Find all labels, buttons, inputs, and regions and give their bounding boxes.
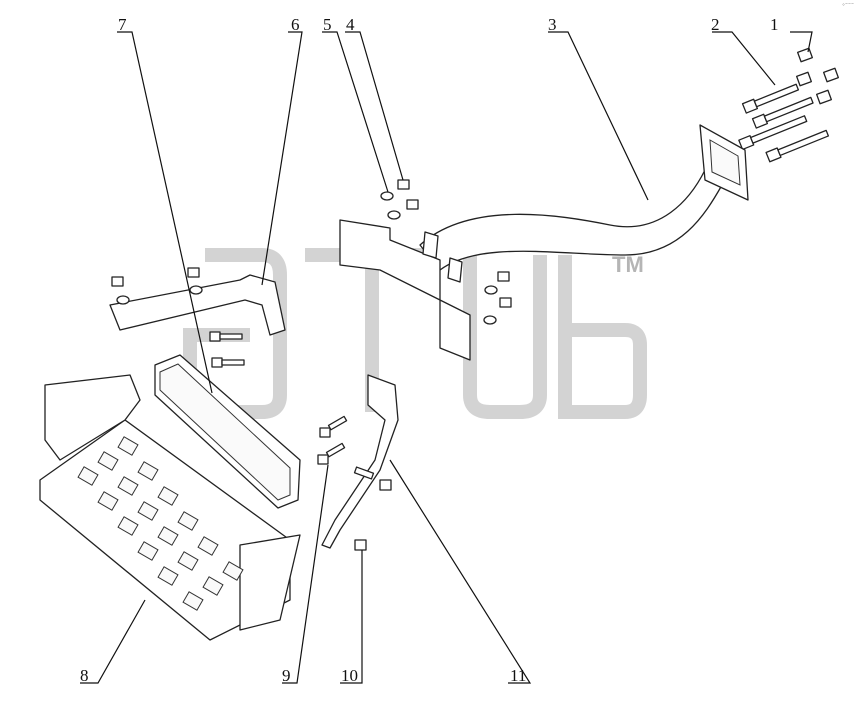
callout-10: 10 bbox=[341, 666, 358, 685]
part-5-washers bbox=[380, 191, 498, 325]
callout-11: 11 bbox=[510, 666, 526, 685]
part-7-channel bbox=[154, 354, 301, 509]
callout-1: 1 bbox=[770, 15, 779, 34]
callout-8: 8 bbox=[80, 666, 89, 685]
callout-3: 3 bbox=[548, 15, 557, 34]
part-6-bracket bbox=[109, 267, 286, 336]
part-4-nuts bbox=[397, 179, 512, 308]
callout-5: 5 bbox=[323, 15, 332, 34]
callout-labels: 1 2 3 4 5 6 7 8 9 10 11 bbox=[80, 15, 779, 685]
part-2-bolts bbox=[738, 83, 830, 163]
trademark-symbol: TM bbox=[612, 252, 644, 277]
part-10-nuts bbox=[354, 479, 392, 551]
part-9-bolts bbox=[209, 331, 348, 465]
step-tread-pattern bbox=[77, 436, 244, 611]
part-8-step bbox=[39, 374, 301, 641]
callout-9: 9 bbox=[282, 666, 291, 685]
leader-lines bbox=[80, 31, 813, 684]
part-11-bracket bbox=[321, 374, 399, 549]
callout-7: 7 bbox=[118, 15, 127, 34]
callout-2: 2 bbox=[711, 15, 720, 34]
part-1-nuts bbox=[796, 47, 839, 105]
callout-6: 6 bbox=[291, 15, 300, 34]
corner-mark: °˜˜˜ bbox=[842, 3, 854, 10]
part-3-exhaust-pipe bbox=[339, 124, 749, 361]
callout-4: 4 bbox=[346, 15, 355, 34]
